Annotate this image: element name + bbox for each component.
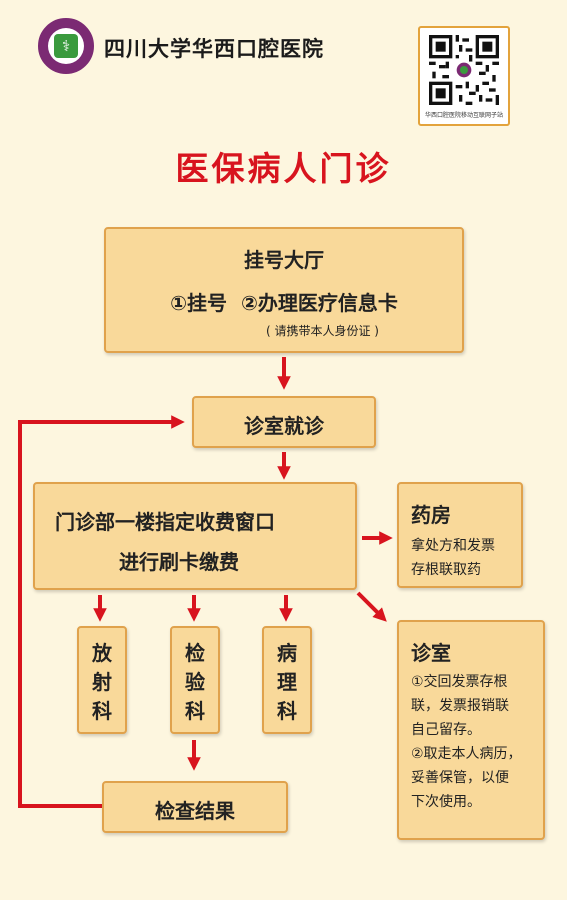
- qr-caption: 华西口腔医院移动互联网子站: [424, 112, 503, 119]
- dept-char: 理: [277, 670, 297, 694]
- clinic-line: ①交回发票存根: [411, 674, 508, 690]
- clinic-box: 诊室 ①交回发票存根 联，发票报销联 自己留存。 ②取走本人病历， 妥善保管，以…: [397, 620, 545, 840]
- pharmacy-line2: 存根联取药: [411, 562, 481, 578]
- dept-char: 验: [185, 670, 205, 694]
- registration-hall-box: 挂号大厅 ①挂号 ②办理医疗信息卡 ( 请携带本人身份证 ): [104, 227, 464, 353]
- page-title: 医保病人门诊: [175, 149, 392, 188]
- registration-steps: ①挂号 ②办理医疗信息卡: [170, 291, 398, 315]
- payment-line1: 门诊部一楼指定收费窗口: [55, 510, 275, 534]
- laboratory-box: 检 验 科: [170, 626, 220, 734]
- radiology-box: 放 射 科: [77, 626, 127, 734]
- clinic-line: 联，发票报销联: [411, 698, 509, 714]
- pathology-box: 病 理 科: [262, 626, 312, 734]
- payment-box: 门诊部一楼指定收费窗口 进行刷卡缴费: [33, 482, 357, 590]
- clinic-line: 下次使用。: [411, 794, 481, 810]
- arrow-icon: [18, 415, 185, 808]
- clinic-line: 妥善保管，以便: [411, 770, 509, 786]
- pharmacy-line1: 拿处方和发票: [411, 538, 495, 554]
- clinic-line: 自己留存。: [411, 722, 481, 738]
- dept-char: 科: [185, 699, 205, 723]
- consultation-label: 诊室就诊: [244, 414, 324, 438]
- registration-title: 挂号大厅: [244, 248, 324, 272]
- qr-code-icon[interactable]: [429, 35, 499, 105]
- results-label: 检查结果: [155, 799, 235, 823]
- dept-char: 病: [277, 641, 297, 665]
- arrow-icon: [356, 591, 387, 622]
- dept-char: 检: [185, 641, 205, 665]
- clinic-line: ②取走本人病历，: [411, 746, 522, 762]
- clinic-instructions: ①交回发票存根 联，发票报销联 自己留存。 ②取走本人病历， 妥善保管，以便 下…: [411, 670, 545, 814]
- logo-emblem: ⚕: [54, 34, 78, 58]
- dept-char: 科: [92, 699, 112, 723]
- pharmacy-title: 药房: [411, 503, 451, 527]
- qr-code-panel[interactable]: 华西口腔医院移动互联网子站: [418, 26, 510, 126]
- hospital-logo-icon: ⚕: [38, 18, 94, 74]
- registration-note: ( 请携带本人身份证 ): [266, 324, 379, 338]
- results-box: 检查结果: [102, 781, 288, 833]
- consultation-box: 诊室就诊: [192, 396, 376, 448]
- dept-char: 射: [92, 670, 112, 694]
- dept-char: 科: [277, 699, 297, 723]
- hospital-name: 四川大学华西口腔医院: [104, 37, 324, 61]
- pharmacy-box: 药房 拿处方和发票 存根联取药: [397, 482, 523, 588]
- clinic-title: 诊室: [411, 641, 451, 665]
- dept-char: 放: [92, 641, 112, 665]
- payment-line2: 进行刷卡缴费: [119, 550, 239, 574]
